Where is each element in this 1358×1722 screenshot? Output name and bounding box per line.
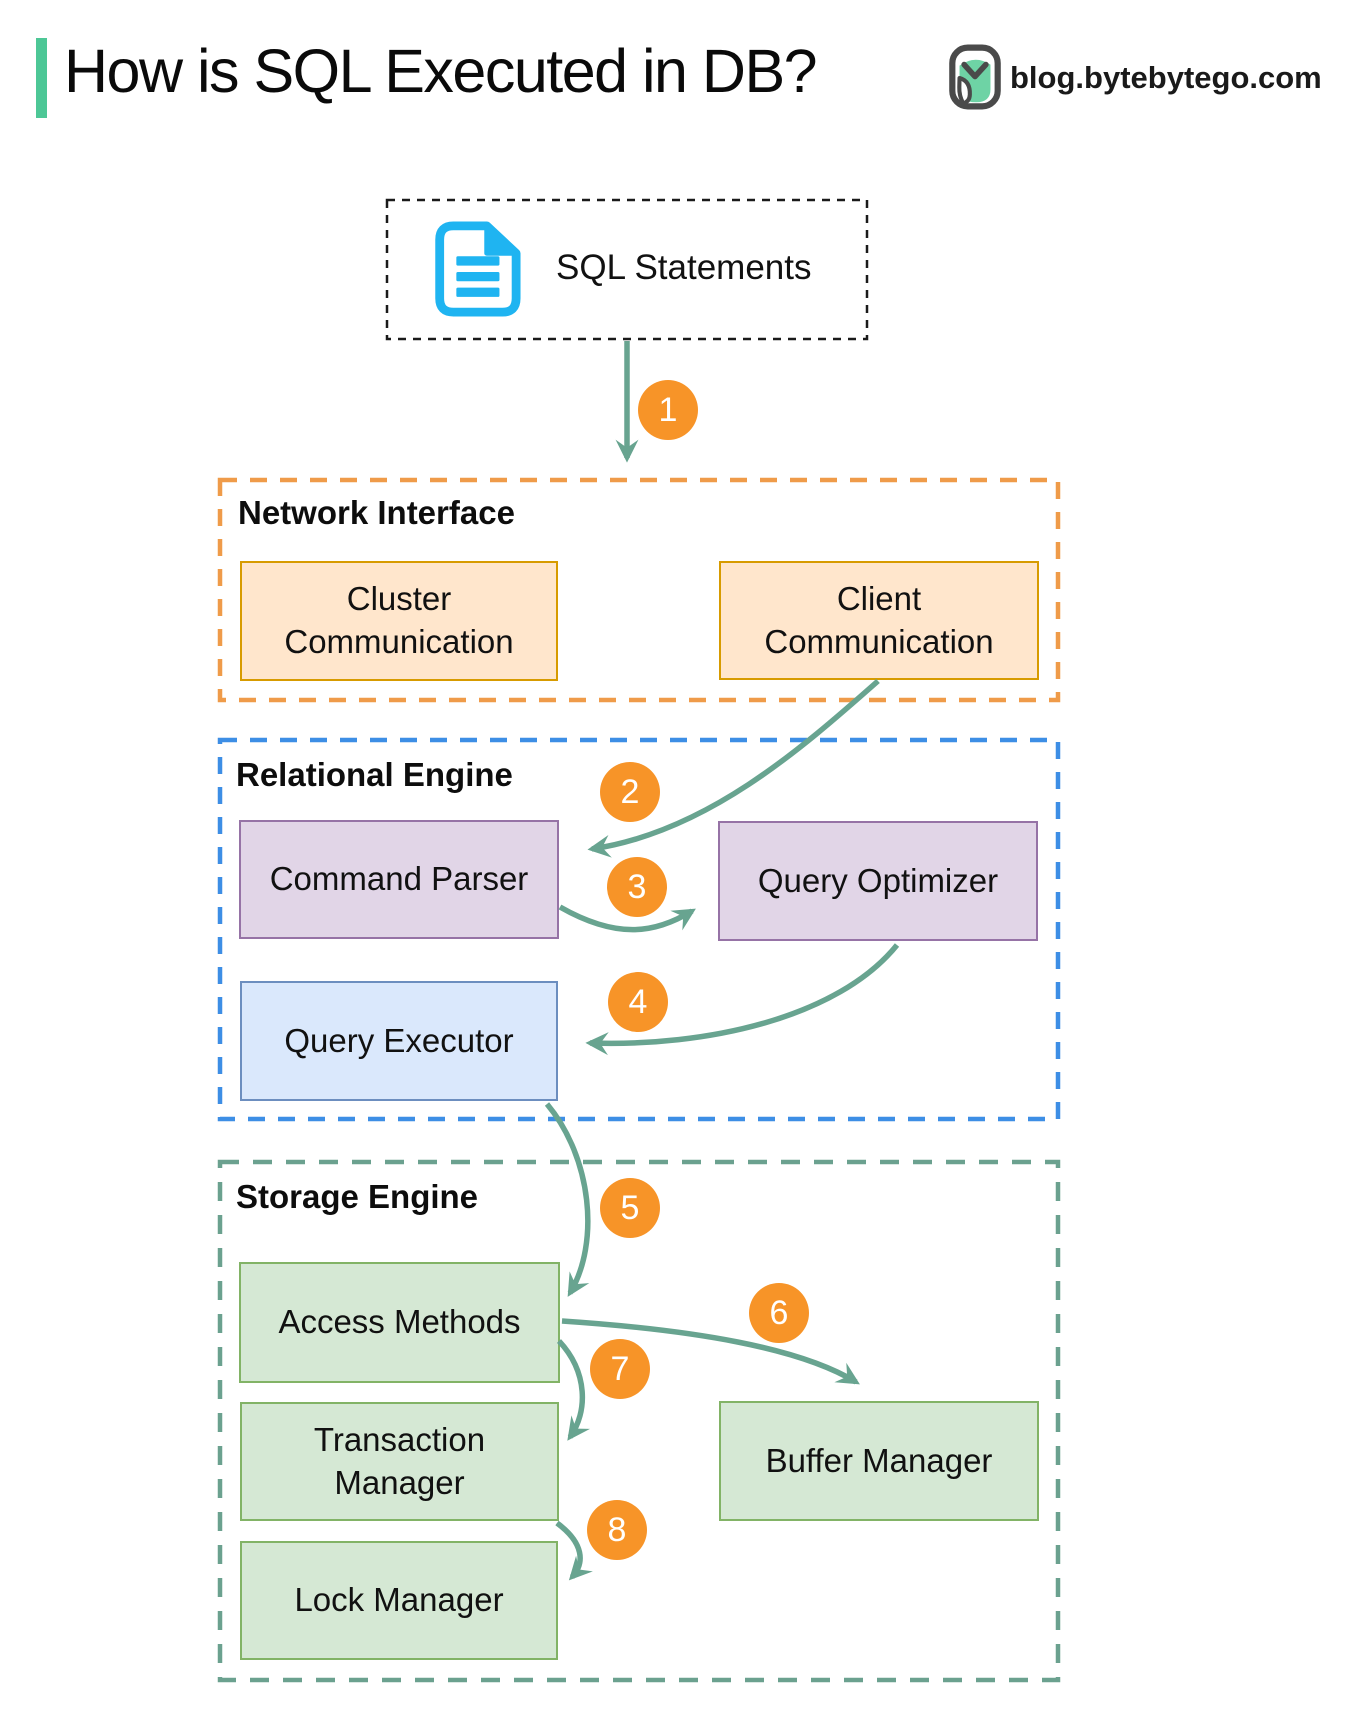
logo-crescent-shape xyxy=(957,75,972,106)
document-icon xyxy=(435,221,521,317)
access-methods-label: Access Methods xyxy=(278,1303,521,1341)
step-badge-6: 6 xyxy=(749,1283,809,1343)
step-badge-4: 4 xyxy=(608,972,668,1032)
client-communication-box: Client Communication xyxy=(719,561,1039,680)
sql-statements-label: SQL Statements xyxy=(556,248,812,287)
step-badge-1: 1 xyxy=(638,380,698,440)
step-badge-7: 7 xyxy=(590,1339,650,1399)
query-executor-box: Query Executor xyxy=(240,981,558,1101)
lock-manager-label: Lock Manager xyxy=(294,1581,504,1619)
access-methods-box: Access Methods xyxy=(239,1262,560,1383)
arrow-step-7 xyxy=(556,1339,591,1441)
relational-engine-title: Relational Engine xyxy=(236,756,513,793)
lock-manager-box: Lock Manager xyxy=(240,1541,558,1660)
title-accent-bar xyxy=(36,38,47,118)
step-badge-2: 2 xyxy=(600,762,660,822)
site-url-label: blog.bytebytego.com xyxy=(1010,60,1322,95)
buffer-manager-box: Buffer Manager xyxy=(719,1401,1039,1521)
query-optimizer-box: Query Optimizer xyxy=(718,821,1038,941)
command-parser-label: Command Parser xyxy=(269,860,529,898)
query-optimizer-label: Query Optimizer xyxy=(757,861,999,899)
command-parser-box: Command Parser xyxy=(239,820,559,939)
step-badge-3: 3 xyxy=(607,857,667,917)
page-title: How is SQL Executed in DB? xyxy=(64,37,818,105)
cluster-communication-label: Cluster Communication xyxy=(284,580,514,660)
query-executor-label: Query Executor xyxy=(284,1021,514,1059)
buffer-manager-label: Buffer Manager xyxy=(765,1441,993,1479)
arrow-step-8 xyxy=(555,1520,593,1581)
storage-engine-title: Storage Engine xyxy=(236,1178,479,1215)
transaction-manager-box: Transaction Manager xyxy=(240,1402,559,1521)
cluster-communication-box: Cluster Communication xyxy=(240,561,558,681)
client-communication-label: Client Communication xyxy=(764,579,994,660)
step-badge-5: 5 xyxy=(600,1178,660,1238)
network-interface-title: Network Interface xyxy=(238,494,515,531)
step-badge-8: 8 xyxy=(587,1500,647,1560)
bytebytego-logo-icon xyxy=(949,44,1001,110)
transaction-manager-label: Transaction Manager xyxy=(313,1420,486,1501)
logo-beak-shape xyxy=(961,61,989,80)
